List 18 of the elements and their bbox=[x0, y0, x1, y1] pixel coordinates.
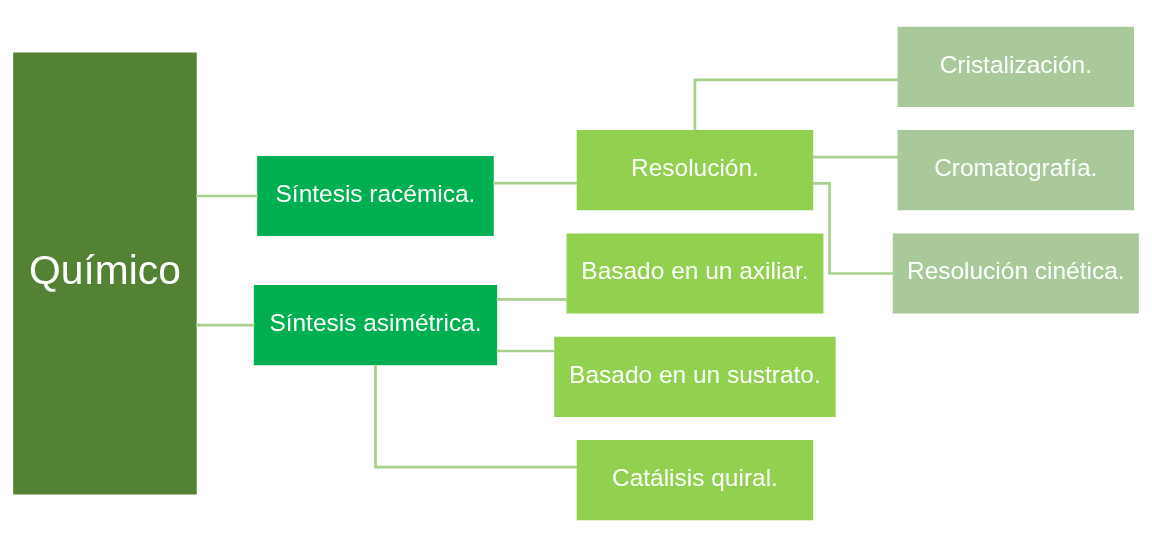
connector bbox=[374, 364, 578, 469]
connector bbox=[693, 77, 899, 130]
node-box: Resolución. bbox=[576, 129, 814, 210]
connector bbox=[496, 297, 567, 301]
node-box: Resolución cinética. bbox=[892, 232, 1139, 314]
connector bbox=[196, 194, 258, 197]
node-box: Catálisis quiral. bbox=[576, 439, 814, 520]
node-box: Síntesis asimétrica. bbox=[253, 284, 498, 365]
node-box: Cristalización. bbox=[897, 26, 1135, 107]
node-box: Basado en un axiliar. bbox=[566, 232, 824, 314]
connector bbox=[496, 349, 555, 352]
node-box: Síntesis racémica. bbox=[257, 155, 494, 236]
node-box: Químico bbox=[13, 52, 197, 494]
node-box: Basado en un sustrato. bbox=[554, 336, 836, 417]
connector bbox=[812, 155, 899, 158]
connector bbox=[493, 181, 578, 184]
connector bbox=[196, 323, 255, 327]
node-box: Cromatografía. bbox=[897, 129, 1135, 210]
